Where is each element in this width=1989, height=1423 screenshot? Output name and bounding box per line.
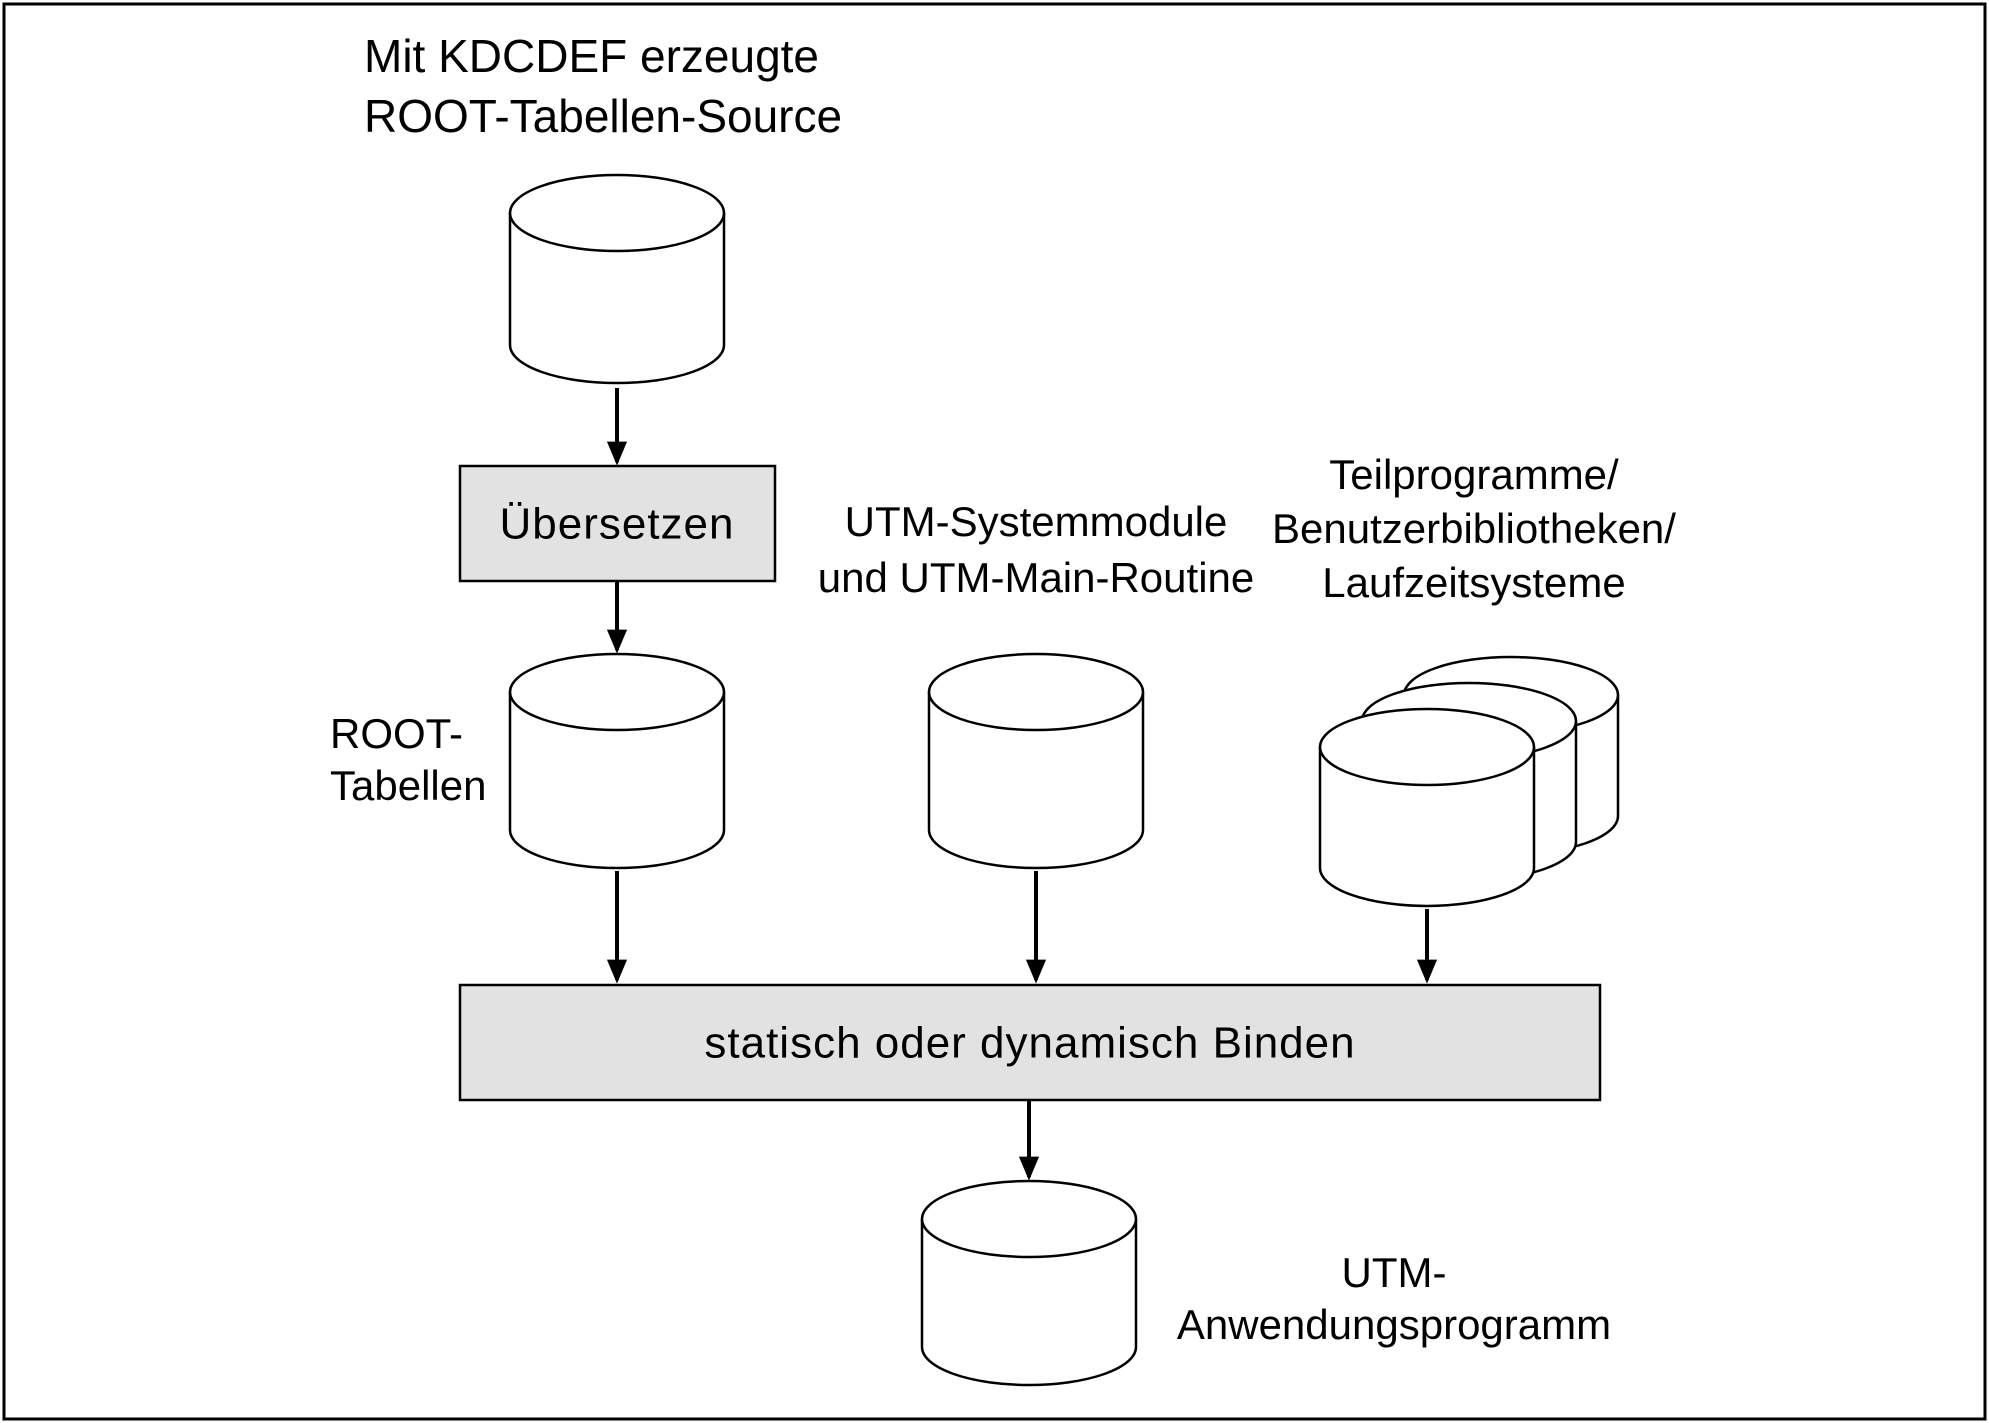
- cylinder-body: [508, 692, 726, 870]
- cylinder-body: [508, 213, 726, 385]
- system-modules-cylinder: [927, 652, 1145, 870]
- cylinder-body: [1318, 747, 1536, 908]
- application-label-line2: Anwendungsprogramm: [1177, 1301, 1611, 1348]
- cylinder-body: [927, 692, 1145, 870]
- cylinder-top: [508, 173, 726, 253]
- libraries-cylinder-front: [1318, 707, 1536, 908]
- compile-box: [458, 464, 777, 583]
- libraries-label-line2: Benutzerbibliotheken/: [1272, 505, 1676, 552]
- application-cylinder: [920, 1179, 1138, 1387]
- cylinder-top: [920, 1179, 1138, 1259]
- root-tables-label-line1: ROOT-: [330, 710, 463, 757]
- libraries-label-line1: Teilprogramme/: [1329, 451, 1619, 498]
- system-modules-label-line2: und UTM-Main-Routine: [818, 554, 1255, 601]
- source-db-cylinder: [508, 173, 726, 385]
- application-label-line1: UTM-: [1342, 1249, 1447, 1296]
- root-tables-cylinder: [508, 652, 726, 870]
- source-title-line1: Mit KDCDEF erzeugte: [364, 30, 819, 82]
- system-modules-label-line1: UTM-Systemmodule: [845, 498, 1228, 545]
- cylinder-body: [920, 1219, 1138, 1387]
- libraries-label-line3: Laufzeitsysteme: [1322, 559, 1625, 606]
- cylinder-top: [1318, 707, 1536, 787]
- root-tables-label-line2: Tabellen: [330, 762, 486, 809]
- source-title-line2: ROOT-Tabellen-Source: [364, 90, 842, 142]
- cylinder-top: [508, 652, 726, 732]
- link-box: [458, 983, 1602, 1102]
- link-box-label: statisch oder dynamisch Binden: [704, 1019, 1355, 1068]
- compile-box-label: Übersetzen: [499, 500, 734, 549]
- cylinder-top: [927, 652, 1145, 732]
